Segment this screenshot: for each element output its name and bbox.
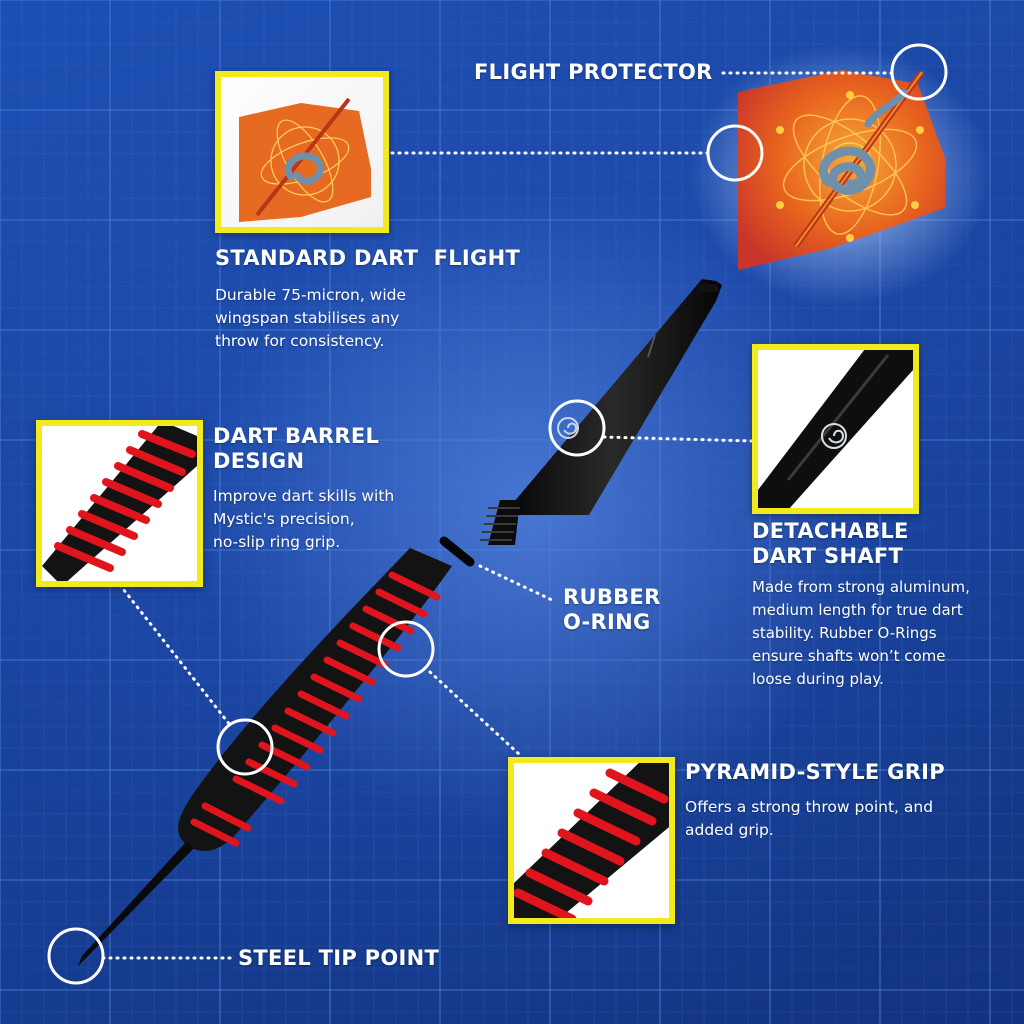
large-dart-flight (738, 70, 945, 270)
marker-steel-tip (47, 927, 105, 985)
leader-barrel (118, 583, 232, 727)
label-shaft: DETACHABLE DART SHAFT (752, 519, 909, 568)
label-standard-flight: STANDARD DART FLIGHT (215, 246, 521, 270)
leader-pyramid (428, 670, 522, 760)
marker-barrel-ring (216, 718, 274, 776)
steel-tip (78, 842, 194, 966)
label-steel-tip: STEEL TIP POINT (238, 946, 440, 970)
label-pyramid: PYRAMID-STYLE GRIP (685, 760, 945, 784)
desc-shaft: Made from strong aluminum, medium length… (752, 578, 970, 688)
dart-shaft (480, 279, 722, 545)
marker-shaft-logo (548, 399, 606, 457)
dart-barrel (178, 548, 452, 851)
detail-box-barrel (36, 420, 203, 587)
rubber-o-ring (439, 536, 475, 567)
label-barrel: DART BARREL DESIGN (213, 424, 380, 473)
desc-standard-flight: Durable 75-micron, wide wingspan stabili… (215, 286, 407, 350)
leader-o-ring (478, 564, 554, 602)
spiral-swirl-icon (821, 423, 848, 449)
desc-barrel: Improve dart skills with Mystic's precis… (213, 487, 395, 551)
detail-box-standard-flight (215, 71, 389, 233)
marker-pyramid-grip (377, 620, 435, 678)
shaft-logo (557, 417, 580, 439)
desc-pyramid: Offers a strong throw point, and added g… (685, 798, 934, 839)
detail-box-shaft (752, 344, 919, 514)
detail-box-pyramid-grip (508, 757, 675, 924)
label-o-ring: RUBBER O-RING (563, 585, 661, 634)
label-flight-protector: FLIGHT PROTECTOR (474, 60, 713, 84)
